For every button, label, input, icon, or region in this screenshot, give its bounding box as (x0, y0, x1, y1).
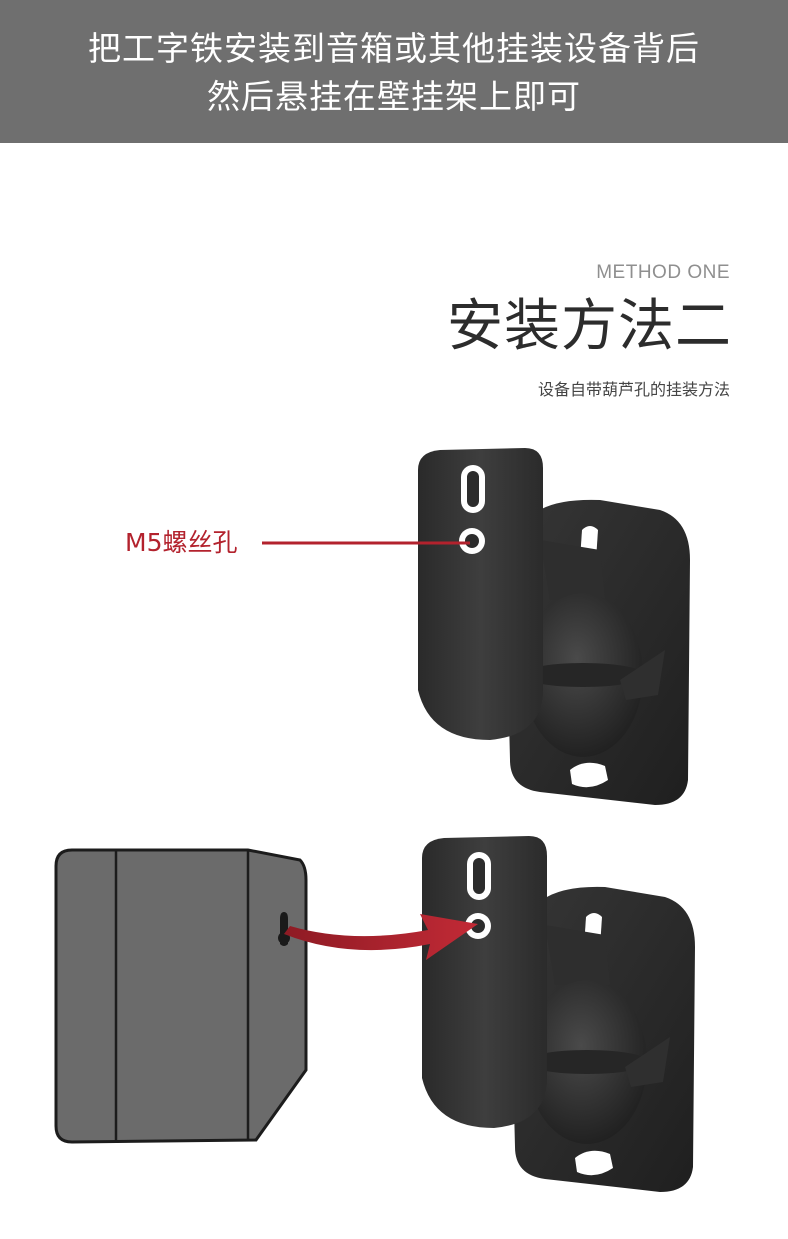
method-title: 安装方法二 (447, 294, 732, 359)
banner-line-2: 然后悬挂在壁挂架上即可 (207, 77, 581, 116)
method-subtitle: 设备自带葫芦孔的挂装方法 (537, 380, 730, 399)
top-banner: 把工字铁安装到音箱或其他挂装设备背后 然后悬挂在壁挂架上即可 (0, 0, 788, 143)
banner-line-1: 把工字铁安装到音箱或其他挂装设备背后 (88, 29, 700, 68)
speaker-box-icon (54, 848, 308, 1144)
wall-bracket-icon (418, 448, 690, 805)
curved-arrow-icon (284, 914, 478, 960)
m5-screw-hole-label: M5螺丝孔 (125, 528, 238, 557)
wall-bracket-icon-2 (422, 836, 695, 1192)
method-english-label: METHOD ONE (596, 262, 730, 283)
